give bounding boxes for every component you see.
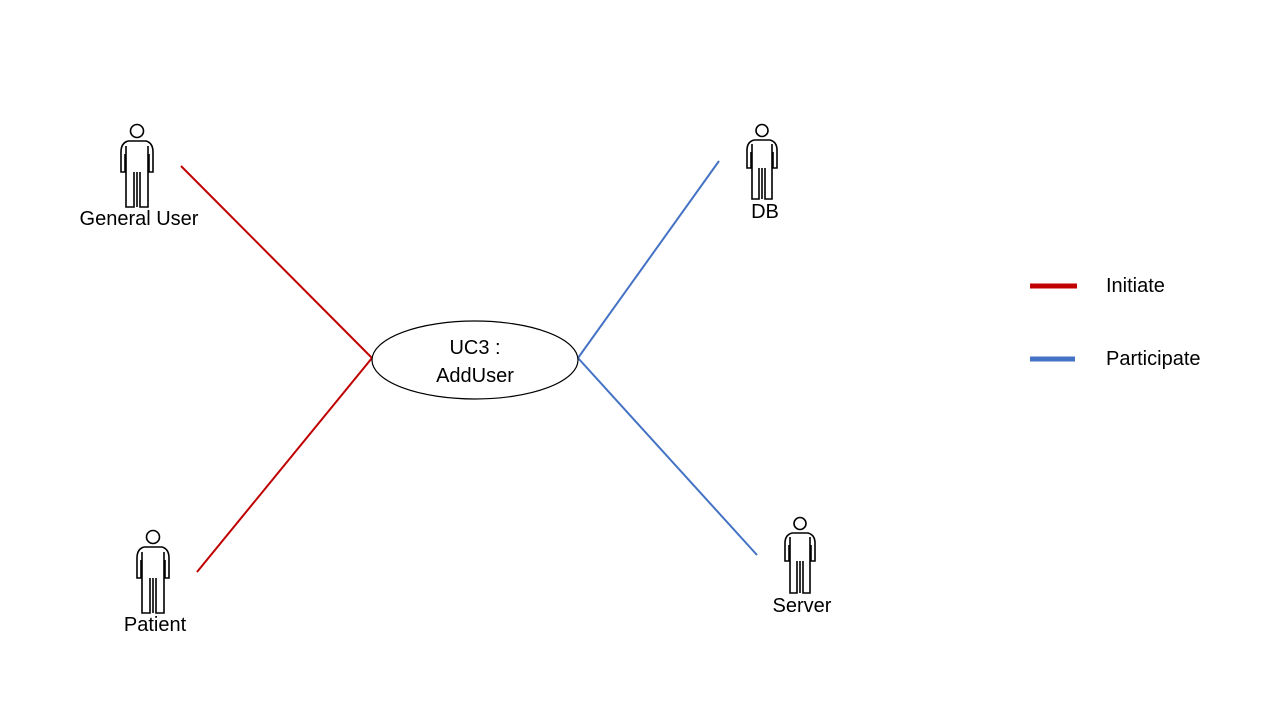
participate-line-server [577, 357, 758, 556]
actor-label-server: Server [772, 595, 832, 617]
actor-icon-patient[interactable] [136, 529, 170, 614]
use-case-name: AddUser [436, 365, 514, 387]
actor-label-db: DB [751, 201, 779, 223]
actor-label-general-user: General User [79, 208, 199, 230]
actor-icon-db[interactable] [746, 123, 778, 200]
initiate-line-general-user [180, 165, 373, 359]
initiate-line-patient [196, 357, 373, 573]
legend-label-participate: Participate [1106, 348, 1201, 370]
use-case-id: UC3 : [449, 337, 501, 359]
use-case-ellipse[interactable] [371, 320, 579, 400]
participate-line-db [577, 160, 720, 359]
actor-label-patient: Patient [123, 614, 187, 636]
legend-label-initiate: Initiate [1106, 275, 1165, 297]
actor-icon-general-user[interactable] [120, 123, 154, 208]
use-case-label: UC3 : AddUser [436, 334, 514, 390]
actor-icon-server[interactable] [784, 516, 816, 594]
